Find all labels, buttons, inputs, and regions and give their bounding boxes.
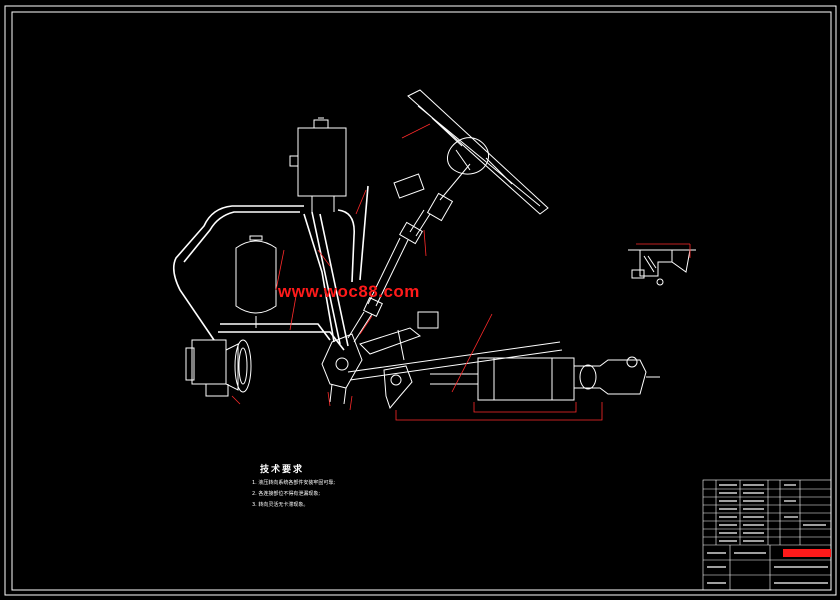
technical-requirement-item: 3. 转向灵活无卡滞现象。: [252, 502, 309, 508]
steering-pump: [185, 339, 252, 397]
accumulator: [235, 235, 277, 328]
detail-view: [628, 249, 696, 286]
steering-gear: [321, 333, 363, 405]
technical-requirements: 技术要求 1. 液压转向系统各部件安装牢固可靠; 2. 各连接部位不得有泄漏现象…: [252, 462, 472, 508]
technical-requirement-item: 1. 液压转向系统各部件安装牢固可靠;: [252, 480, 336, 486]
oil-reservoir: [289, 117, 347, 212]
technical-requirements-title: 技术要求: [260, 465, 305, 475]
dimension-lines: [231, 123, 603, 421]
steering-wheel: [407, 89, 549, 222]
pitman-arm: [383, 365, 413, 410]
technical-requirement-item: 2. 各连接部位不得有泄漏现象;: [252, 491, 321, 497]
hydraulic-lines: [172, 185, 369, 351]
title-block-text-strokes: [707, 484, 828, 584]
drag-link: [347, 311, 563, 381]
steering-column: [347, 173, 431, 343]
outer-border: [4, 5, 837, 596]
power-cylinder: [430, 356, 660, 401]
detail-view-dims: [636, 243, 691, 258]
inner-border: [11, 11, 832, 591]
watermark: www.woc88.com: [278, 282, 420, 301]
title-block: [702, 479, 832, 591]
red-stamp-logo: [783, 549, 831, 557]
